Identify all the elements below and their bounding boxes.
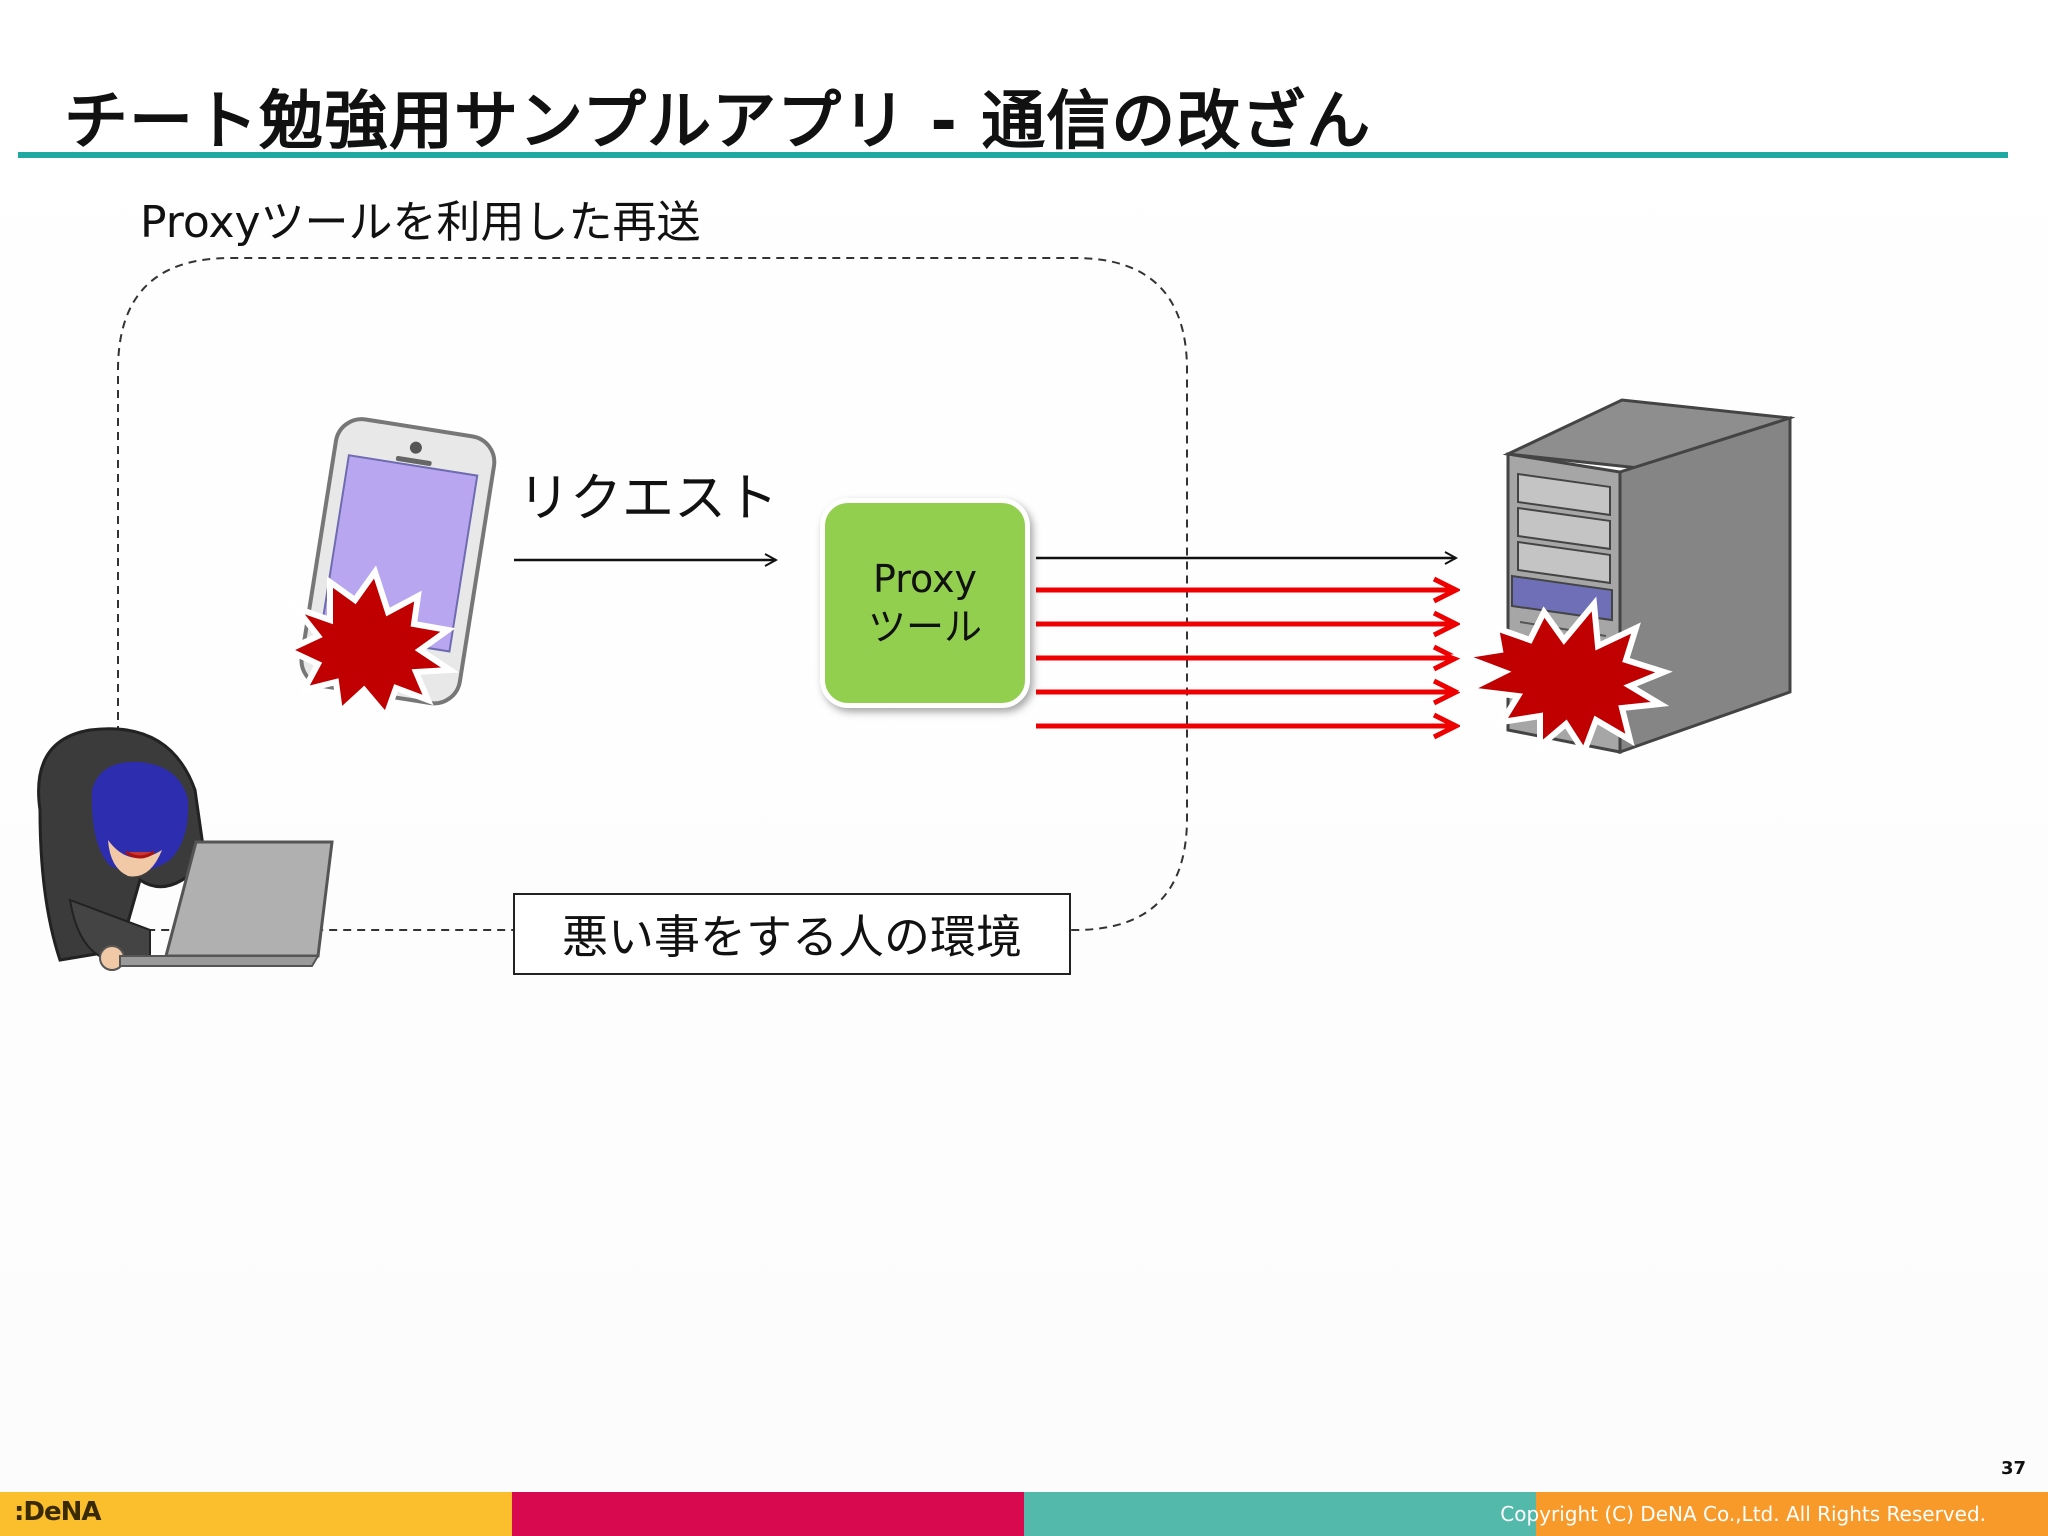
environment-label: 悪い事をする人の環境: [513, 893, 1071, 975]
proxy-label-line2: ツール: [867, 605, 982, 649]
request-label: リクエスト: [518, 469, 779, 529]
slide-subtitle: Proxyツールを利用した再送: [140, 197, 701, 248]
copyright-text: Copyright (C) DeNA Co.,Ltd. All Rights R…: [1500, 1502, 1986, 1526]
page-title: チート勉強用サンプルアプリ - 通信の改ざん: [64, 85, 1372, 159]
title-underline: [18, 152, 2008, 158]
footer-segment-yellow: [0, 1492, 512, 1536]
laptop-icon: [119, 840, 334, 967]
footer-segment-magenta: [512, 1492, 1024, 1536]
footer-segment-teal: [1024, 1492, 1536, 1536]
footer-segment-orange: [1536, 1492, 2048, 1536]
replay-arrows: [1036, 590, 1456, 726]
page-number: 37: [2000, 1458, 2026, 1479]
environment-boundary: [117, 257, 1188, 931]
footer-bar: [0, 1492, 2048, 1536]
proxy-tool-node: Proxy ツール: [820, 498, 1030, 708]
dena-logo: :DeNA: [14, 1497, 101, 1527]
burst-icon: [1450, 596, 1673, 759]
proxy-label-line1: Proxy: [872, 557, 978, 601]
burst-icon: [280, 565, 460, 722]
